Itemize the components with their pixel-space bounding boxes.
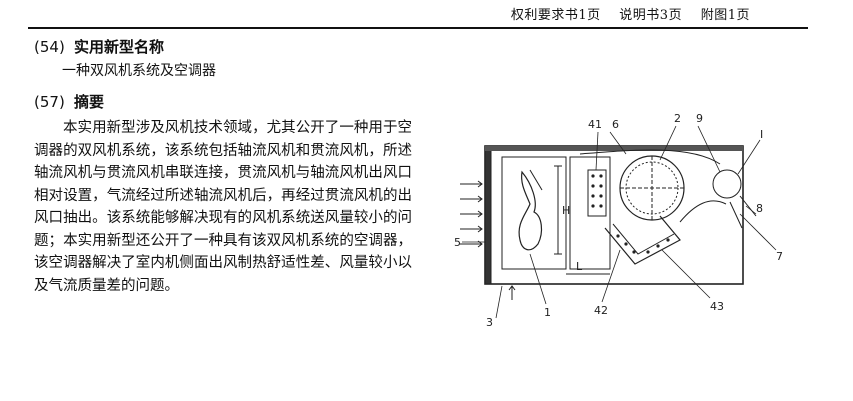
flap-7 [729, 201, 743, 229]
document-header: 权利要求书1页 说明书3页 附图1页 [0, 0, 853, 30]
header-rule [28, 27, 808, 29]
left-wall [484, 145, 492, 285]
duct-frame [569, 156, 611, 270]
blade-line [529, 169, 543, 191]
outlet-duct-top [579, 149, 721, 165]
label-43: 43 [710, 300, 724, 313]
utility-name-title: 实用新型名称 [74, 38, 165, 56]
claims-page-count: 权利要求书1页 [510, 8, 601, 23]
axial-fan-blade [518, 170, 543, 251]
label-H: H [562, 204, 570, 217]
label-9: 9 [696, 112, 703, 125]
heat-exchanger-inner [612, 223, 675, 255]
heat-exchanger-angled [604, 215, 681, 265]
top-wall [485, 146, 743, 151]
label-6: 6 [612, 118, 619, 131]
label-41: 41 [588, 118, 602, 131]
utility-name-heading: (54) 实用新型名称 [34, 36, 164, 57]
axial-fan-frame [501, 156, 567, 270]
description-page-count: 说明书3页 [619, 8, 683, 23]
abstract-title: 摘要 [74, 93, 105, 111]
label-7: 7 [776, 250, 783, 263]
label-L: L [576, 260, 583, 273]
label-I: I [760, 128, 763, 141]
outlet-louver [712, 169, 742, 199]
patent-drawing: 41 6 2 9 I 8 7 5 3 1 42 43 H L [454, 112, 783, 329]
label-3: 3 [486, 316, 493, 329]
inlet-arrows [460, 180, 483, 248]
label-5: 5 [454, 236, 461, 249]
utility-name-value: 一种双风机系统及空调器 [62, 63, 216, 79]
flap-8 [739, 195, 757, 217]
utility-name-code: (54) [34, 38, 65, 56]
heat-exchanger-angled-dots [616, 234, 670, 254]
leader-lines [462, 125, 777, 319]
heat-exchanger-41-dots [591, 174, 603, 208]
drawings-page-count: 附图1页 [700, 8, 750, 23]
figure-labels: 41 6 2 9 I 8 7 5 3 1 42 43 H L [454, 112, 783, 329]
label-2: 2 [674, 112, 681, 125]
outlet-duct-bottom [679, 200, 727, 223]
abstract-heading: (57) 摘要 [34, 91, 104, 112]
heat-exchanger-41 [587, 169, 607, 217]
label-8: 8 [756, 202, 763, 215]
abstract-text: 本实用新型涉及风机技术领域，尤其公开了一种用于空调器的双风机系统，该系统包括轴流… [34, 120, 412, 294]
abstract-code: (57) [34, 93, 65, 111]
page-count-summary: 权利要求书1页 说明书3页 附图1页 [497, 4, 750, 23]
label-1: 1 [544, 306, 551, 319]
label-42: 42 [594, 304, 608, 317]
bottom-arrows [508, 285, 516, 300]
